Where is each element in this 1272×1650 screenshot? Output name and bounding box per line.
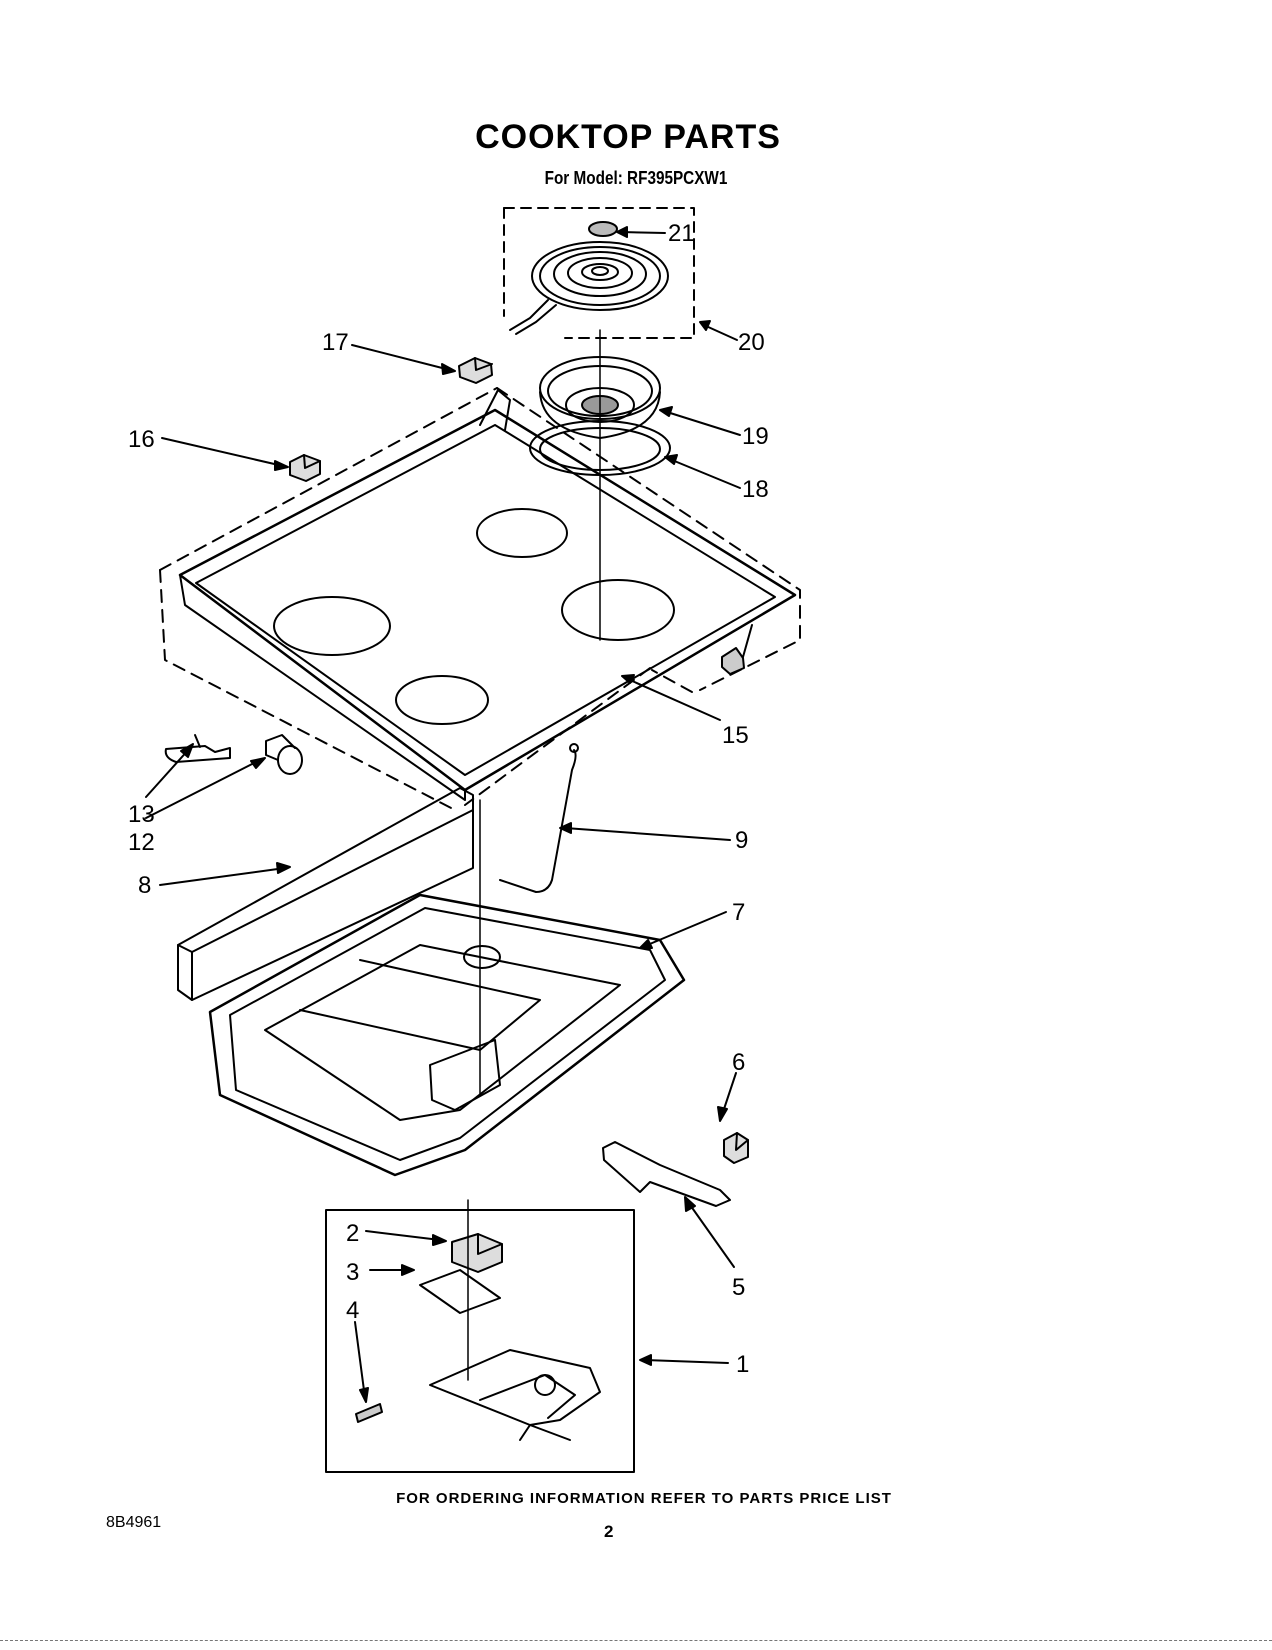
callout-12: 13 — [128, 801, 155, 828]
control-assembly — [325, 1199, 635, 1473]
callout-17: 18 — [742, 476, 769, 503]
page-title: COOKTOP PARTS — [475, 118, 781, 156]
small-parts — [164, 454, 749, 1207]
model-subtitle: For Model: RF395PCXW1 — [544, 168, 728, 188]
callout-numbers: 21 20 17 19 18 16 15 13 12 9 8 7 6 5 2 3… — [128, 220, 769, 1378]
callout-13: 15 — [722, 722, 749, 749]
burner-box-pan — [208, 893, 686, 1177]
callout-16: 17 — [322, 329, 349, 356]
callout-7: 7 — [732, 899, 745, 926]
document-number: 8B4961 — [106, 1514, 162, 1531]
callout-11: 12 — [128, 829, 155, 856]
bottom-divider — [0, 1640, 1272, 1644]
callout-19: 20 — [738, 329, 765, 356]
callout-18: 19 — [742, 423, 769, 450]
callout-4: 4 — [346, 1297, 359, 1324]
callout-15: 16 — [128, 426, 155, 453]
callout-2: 2 — [346, 1220, 359, 1247]
callout-9: 9 — [735, 827, 748, 854]
page-number: 2 — [604, 1522, 614, 1541]
callout-leaders — [145, 226, 753, 1403]
cooktop-main-top — [159, 387, 801, 811]
callout-3: 3 — [346, 1259, 359, 1286]
callout-1: 1 — [736, 1351, 749, 1378]
surface-element-group — [458, 207, 695, 384]
ordering-note: FOR ORDERING INFORMATION REFER TO PARTS … — [396, 1490, 892, 1507]
callout-6: 6 — [732, 1049, 745, 1076]
drip-bowl-and-ring — [529, 329, 671, 641]
callout-8: 8 — [138, 872, 151, 899]
callout-5: 5 — [732, 1274, 745, 1301]
callout-20: 21 — [668, 220, 695, 247]
